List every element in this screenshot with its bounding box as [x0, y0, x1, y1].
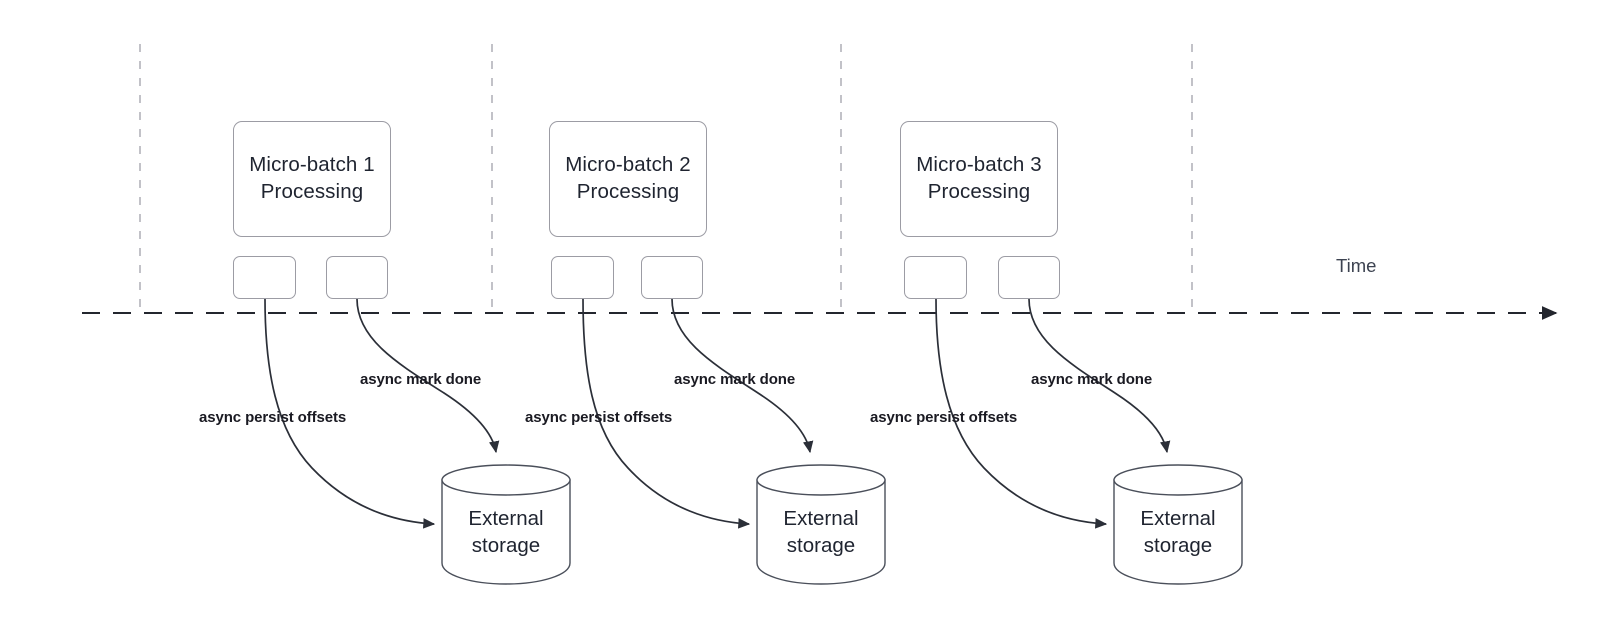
edge-mark-done-3: [1028, 298, 1171, 454]
micro-batch-3-box[interactable]: Micro-batch 3 Processing: [900, 121, 1058, 237]
micro-batch-3-label: Micro-batch 3 Processing: [916, 153, 1042, 203]
storage-cylinder-3: [1113, 464, 1243, 585]
micro-batch-1-task-b-box[interactable]: [326, 256, 388, 299]
storage-3-label: External storage: [1140, 507, 1216, 557]
storage-1-label: External storage: [468, 507, 544, 557]
edge-label-mark-done-2: async mark done: [674, 371, 796, 388]
storage-2-label: External storage: [783, 507, 859, 557]
storage-cylinder-1: [441, 464, 571, 585]
edge-persist-offsets-3: [935, 298, 1108, 529]
edge-label-persist-offsets-3: async persist offsets: [870, 409, 1018, 426]
edge-label-persist-offsets-1: async persist offsets: [199, 409, 347, 426]
group-3-edges: [935, 298, 1171, 529]
edge-mark-done-2: [671, 298, 814, 454]
micro-batch-1-label: Micro-batch 1 Processing: [249, 153, 375, 203]
edge-label-persist-offsets-2: async persist offsets: [525, 409, 673, 426]
time-axis-label: Time: [1336, 255, 1377, 276]
micro-batch-2-task-a-box[interactable]: [551, 256, 614, 299]
group-2-edges: [582, 298, 814, 529]
edge-label-mark-done-1: async mark done: [360, 371, 482, 388]
edge-mark-done-1: [356, 298, 500, 454]
timeline-tick-group: [139, 44, 1193, 310]
edge-label-mark-done-3: async mark done: [1031, 371, 1153, 388]
micro-batch-2-label: Micro-batch 2 Processing: [565, 153, 691, 203]
micro-batch-3-task-b-box[interactable]: [998, 256, 1060, 299]
edge-persist-offsets-2: [582, 298, 751, 529]
micro-batch-1-task-a-box[interactable]: [233, 256, 296, 299]
micro-batch-2-box[interactable]: Micro-batch 2 Processing: [549, 121, 707, 237]
micro-batch-3-task-a-box[interactable]: [904, 256, 967, 299]
micro-batch-2-task-b-box[interactable]: [641, 256, 703, 299]
group-1-edges: [264, 298, 500, 529]
storage-cylinder-2: [756, 464, 886, 585]
edge-persist-offsets-1: [264, 298, 436, 529]
micro-batch-1-box[interactable]: Micro-batch 1 Processing: [233, 121, 391, 237]
